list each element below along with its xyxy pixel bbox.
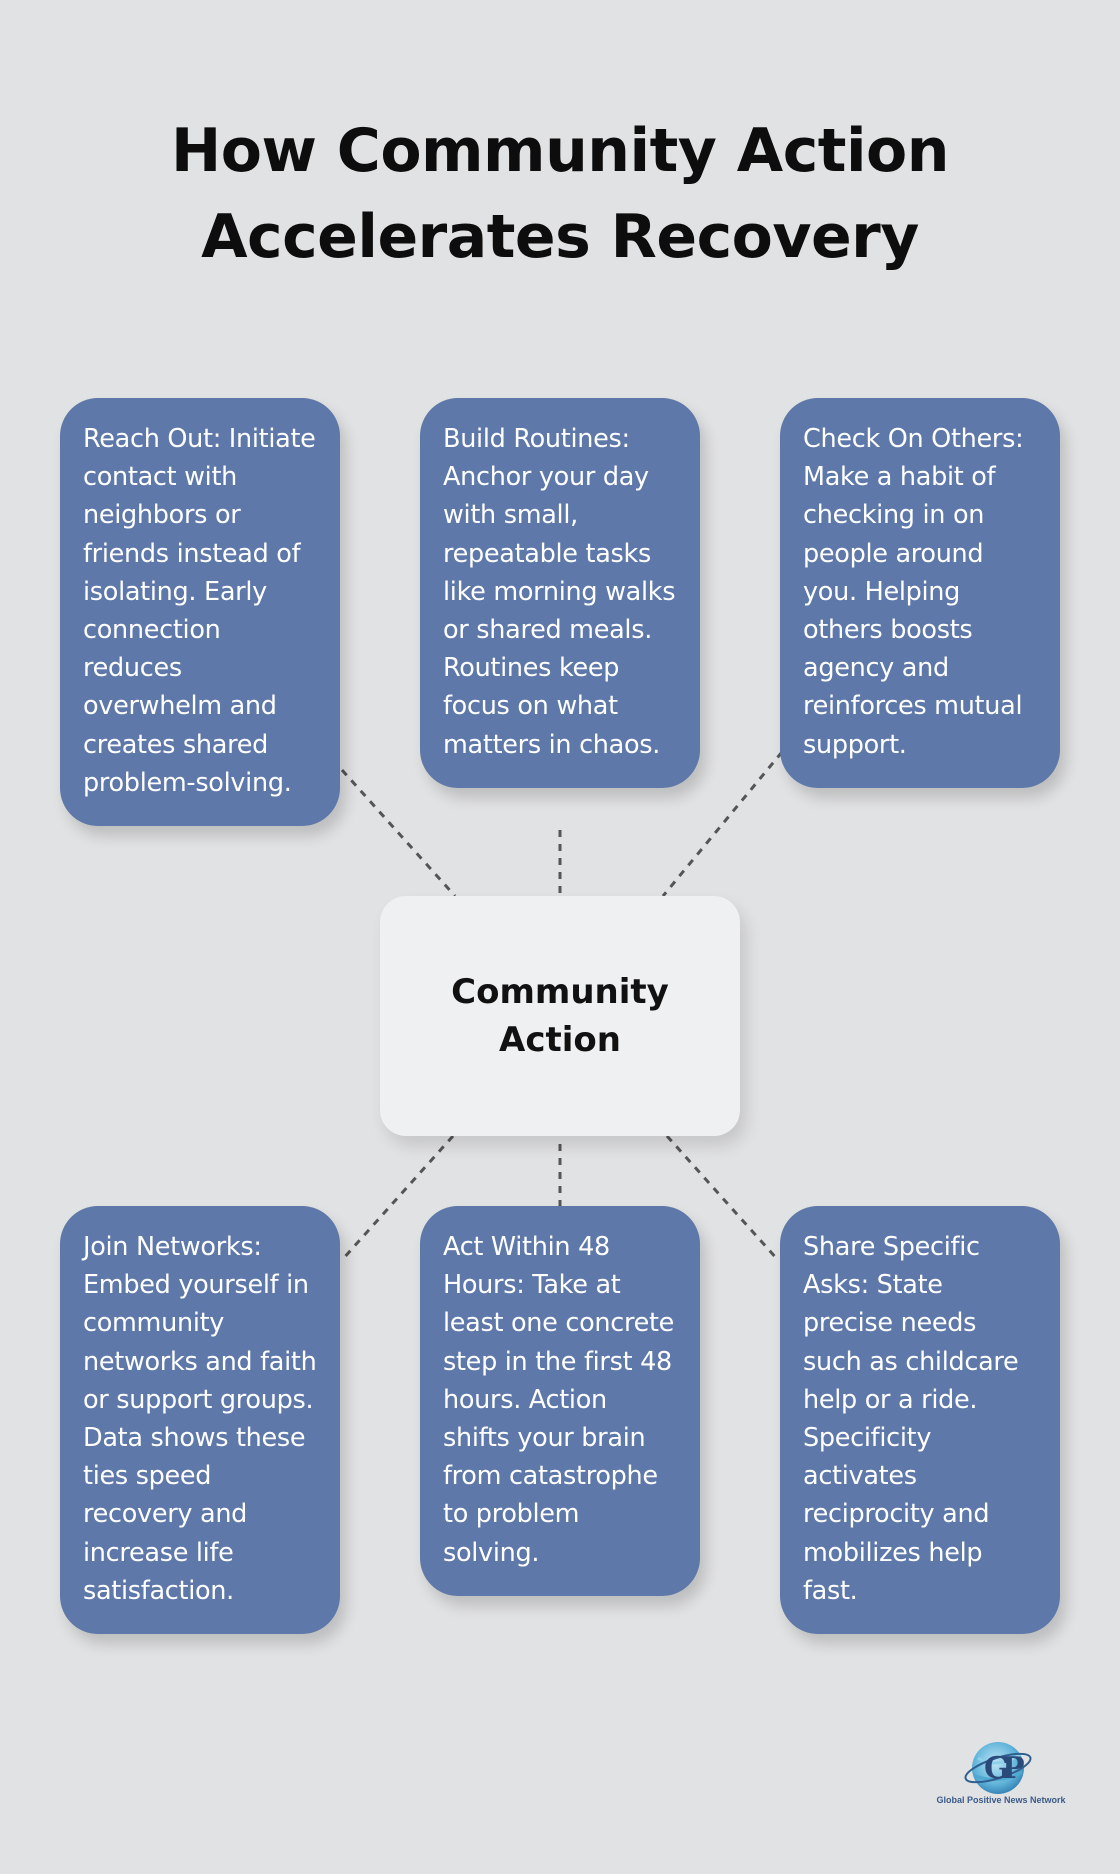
card-join-networks: Join Networks: Embed yourself in communi… (60, 1206, 340, 1635)
logo-letter-p: P (1002, 1751, 1025, 1786)
card-build-routines: Build Routines: Anchor your day with sma… (420, 398, 700, 788)
card-act-within-48-hours: Act Within 48 Hours: Take at least one c… (420, 1206, 700, 1596)
page-title: How Community Action Accelerates Recover… (0, 108, 1120, 280)
logo-letter-g: G (984, 1751, 1010, 1786)
connector-check-on-others (661, 751, 784, 897)
gpn-logo-icon: G P (964, 1742, 1032, 1794)
card-reach-out: Reach Out: Initiate contact with neighbo… (60, 398, 340, 827)
card-share-specific-asks: Share Specific Asks: State precise needs… (780, 1206, 1060, 1635)
logo-caption: Global Positive News Network (936, 1795, 1066, 1805)
center-node: Community Action (380, 896, 740, 1136)
center-label: Community Action (451, 972, 669, 1060)
title-line-2: Accelerates Recovery (201, 202, 919, 272)
card-check-on-others: Check On Others: Make a habit of checkin… (780, 398, 1060, 788)
connector-reach-out (340, 768, 457, 898)
title-line-1: How Community Action (171, 116, 949, 186)
